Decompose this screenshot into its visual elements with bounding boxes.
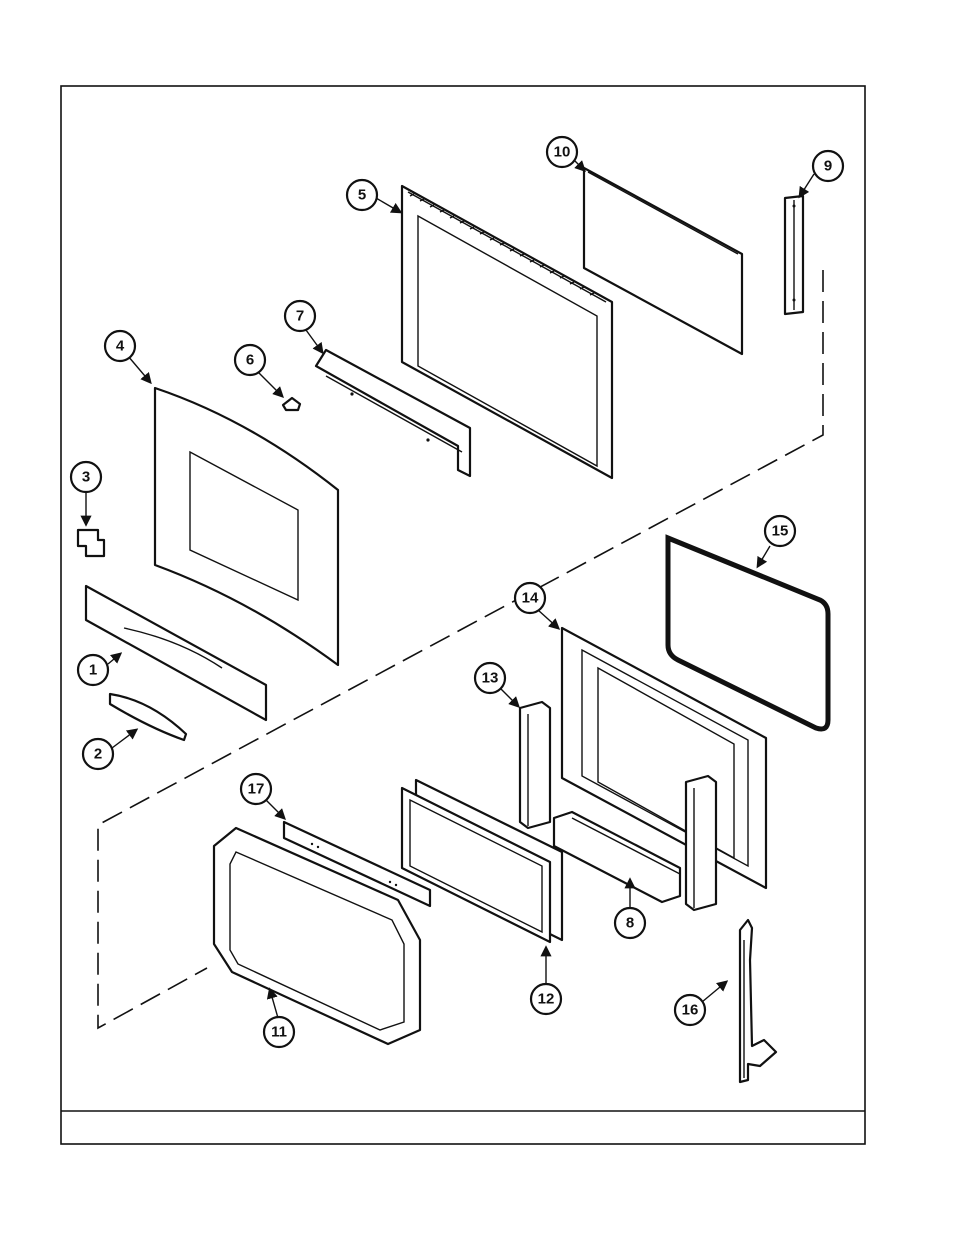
svg-text:6: 6 <box>246 352 254 369</box>
svg-text:17: 17 <box>248 781 265 798</box>
callout-12: 12 <box>531 948 561 1014</box>
callout-2: 2 <box>83 730 136 769</box>
svg-text:9: 9 <box>824 158 832 175</box>
part-2-handle-insert <box>110 694 186 740</box>
callout-10: 10 <box>547 137 584 170</box>
part-16-hinge-bracket <box>740 920 776 1082</box>
svg-text:10: 10 <box>554 144 571 161</box>
svg-text:12: 12 <box>538 991 555 1008</box>
callout-3: 3 <box>71 462 101 524</box>
callout-4: 4 <box>105 331 150 382</box>
callout-14: 14 <box>515 583 558 628</box>
svg-text:16: 16 <box>682 1002 699 1019</box>
svg-text:5: 5 <box>358 187 366 204</box>
part-13-spacer <box>520 702 550 828</box>
svg-text:1: 1 <box>89 662 97 679</box>
svg-text:11: 11 <box>271 1024 287 1041</box>
part-6-clip <box>283 398 300 410</box>
svg-text:3: 3 <box>82 469 90 486</box>
svg-text:8: 8 <box>626 915 634 932</box>
callout-5: 5 <box>347 180 400 212</box>
part-4-outer-panel <box>155 388 338 665</box>
callout-17: 17 <box>241 774 284 818</box>
callout-6: 6 <box>235 345 282 396</box>
part-11-window-frame <box>214 828 420 1044</box>
svg-text:13: 13 <box>482 670 499 687</box>
svg-text:4: 4 <box>116 338 125 355</box>
part-9-hinge <box>785 196 803 314</box>
callout-7: 7 <box>285 301 322 352</box>
callout-13: 13 <box>475 663 518 706</box>
svg-text:14: 14 <box>522 590 539 607</box>
callout-15: 15 <box>758 516 795 566</box>
callout-1: 1 <box>78 654 120 685</box>
svg-text:7: 7 <box>296 308 304 325</box>
callout-9: 9 <box>800 151 843 196</box>
callout-16: 16 <box>675 982 726 1025</box>
part-5-door-frame <box>402 186 612 478</box>
part-13-spacer-right <box>686 776 716 910</box>
svg-text:2: 2 <box>94 746 102 763</box>
part-3-clip <box>78 530 104 556</box>
svg-text:15: 15 <box>772 523 789 540</box>
